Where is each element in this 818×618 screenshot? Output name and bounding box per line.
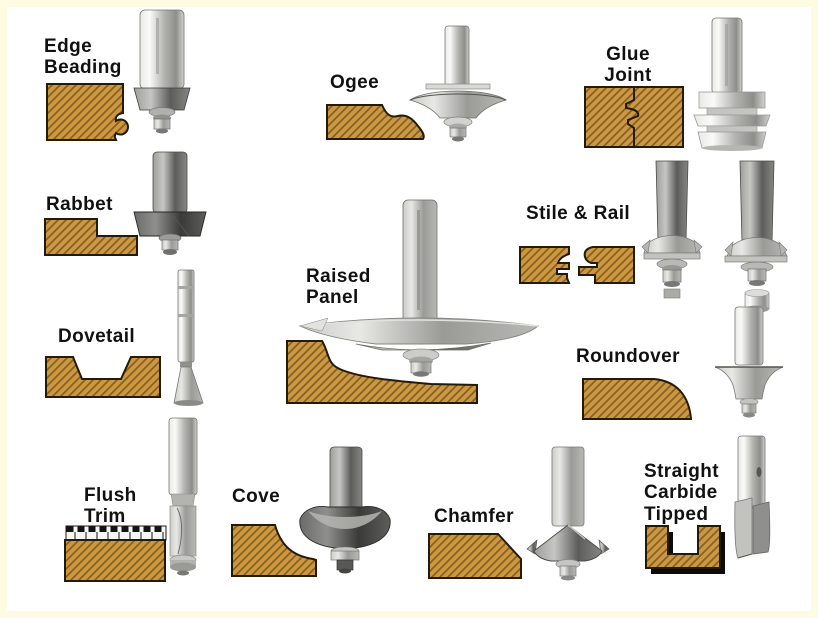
stile-rail-bit-b-image <box>724 160 788 313</box>
stile-rail-wood-profile <box>519 246 635 284</box>
flush-trim-bit-image <box>168 417 198 576</box>
glue-joint-bit-image <box>693 17 771 151</box>
cove-label: Cove <box>232 486 281 507</box>
raised-panel-wood-profile <box>286 340 478 404</box>
straight-carbide-tipped-wood-profile <box>645 525 725 574</box>
rabbet-bit-image <box>133 151 207 255</box>
rabbet-wood-profile <box>44 218 138 256</box>
straight-carbide-tipped-label: Straight Carbide Tipped <box>644 461 719 525</box>
raised-panel-label: Raised Panel <box>306 266 371 309</box>
cove-wood-profile <box>231 524 317 577</box>
stile-rail-bit-a-image <box>641 160 703 299</box>
roundover-bit-image <box>714 306 784 418</box>
ogee-bit-image <box>409 25 507 142</box>
dovetail-bit-image <box>173 269 204 406</box>
rabbet-label: Rabbet <box>46 194 113 215</box>
ogee-wood-profile <box>326 104 425 140</box>
ogee-label: Ogee <box>330 72 380 93</box>
raised-panel-bit-image <box>298 199 540 377</box>
chamfer-bit-image <box>526 446 610 581</box>
roundover-wood-profile <box>582 378 693 420</box>
chamfer-wood-profile <box>428 533 522 579</box>
straight-carbide-tipped-bit-image <box>734 435 771 559</box>
glue-joint-wood-profile <box>584 86 684 148</box>
edge-beading-label: Edge Beading <box>44 36 122 79</box>
flush-trim-laminate <box>65 525 167 541</box>
dovetail-label: Dovetail <box>58 326 136 347</box>
edge-beading-wood-profile <box>46 83 129 141</box>
edge-beading-bit-image <box>133 9 191 134</box>
chamfer-label: Chamfer <box>434 506 514 527</box>
flush-trim-label: Flush Trim <box>84 485 137 528</box>
roundover-label: Roundover <box>576 346 680 367</box>
cove-bit-image <box>299 446 391 574</box>
dovetail-wood-profile <box>45 356 161 398</box>
flush-trim-wood-profile <box>64 539 166 582</box>
glue-joint-label: Glue Joint <box>604 44 652 87</box>
stile-rail-label: Stile & Rail <box>526 203 631 224</box>
